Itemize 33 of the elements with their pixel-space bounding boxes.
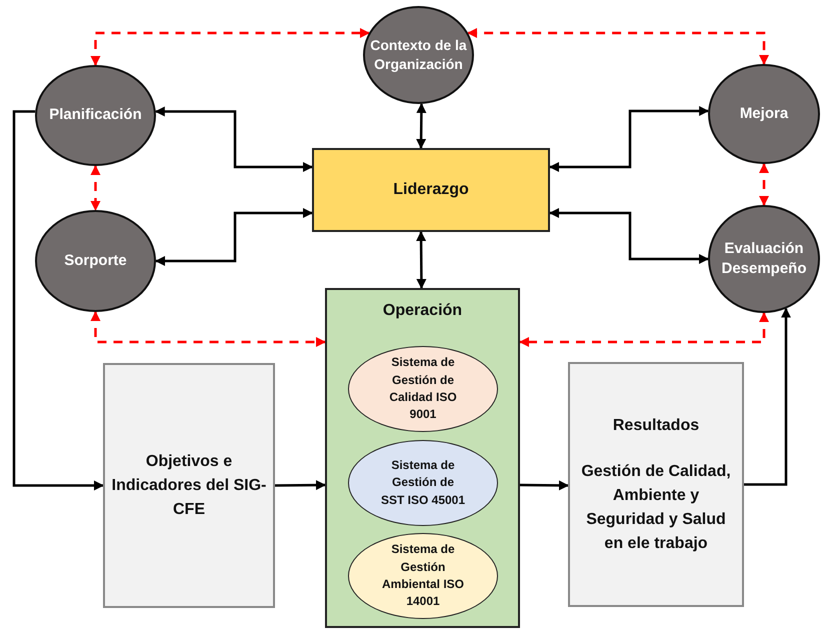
process-box <box>312 148 550 232</box>
node-label: Evaluación Desempeño <box>720 238 808 279</box>
dashed-arrow <box>519 312 769 347</box>
process-container <box>325 288 520 628</box>
process-box <box>103 363 275 608</box>
box-heading: Resultados <box>612 416 700 436</box>
arrow <box>155 208 313 266</box>
arrow <box>520 480 569 490</box>
arrow <box>154 106 313 172</box>
dashed-arrow <box>759 163 769 206</box>
node-label: Planificación <box>49 105 142 126</box>
dashed-arrow <box>90 28 370 66</box>
node-label: Contexto de la Organización <box>369 36 468 74</box>
box-body: Gestión de Calidad, Ambiente y Seguridad y Salud en ele trabajo <box>580 462 732 554</box>
arrow <box>274 480 326 490</box>
dashed-arrow <box>90 165 100 211</box>
node-label: Sorporte <box>64 250 127 271</box>
container-title: Operación <box>382 302 462 320</box>
arrow <box>744 308 791 486</box>
arrow <box>12 110 104 490</box>
arrow <box>549 208 709 264</box>
node-label: Sistema de Gestión de SST ISO 45001 <box>380 456 466 509</box>
arrow <box>416 102 426 149</box>
dashed-arrow <box>90 311 326 347</box>
node-label: Liderazgo <box>393 181 469 199</box>
node-label: Sistema de Gestión de Calidad ISO 9001 <box>388 354 458 424</box>
dashed-arrow <box>467 28 769 65</box>
arrow <box>416 231 426 289</box>
node-label: Objetivos e Indicadores del SIG-CFE <box>111 452 267 520</box>
process-box <box>568 362 744 607</box>
node-label: Mejora <box>740 104 788 124</box>
arrow <box>549 106 710 172</box>
node-label: Sistema de Gestión Ambiental ISO 14001 <box>380 541 465 610</box>
